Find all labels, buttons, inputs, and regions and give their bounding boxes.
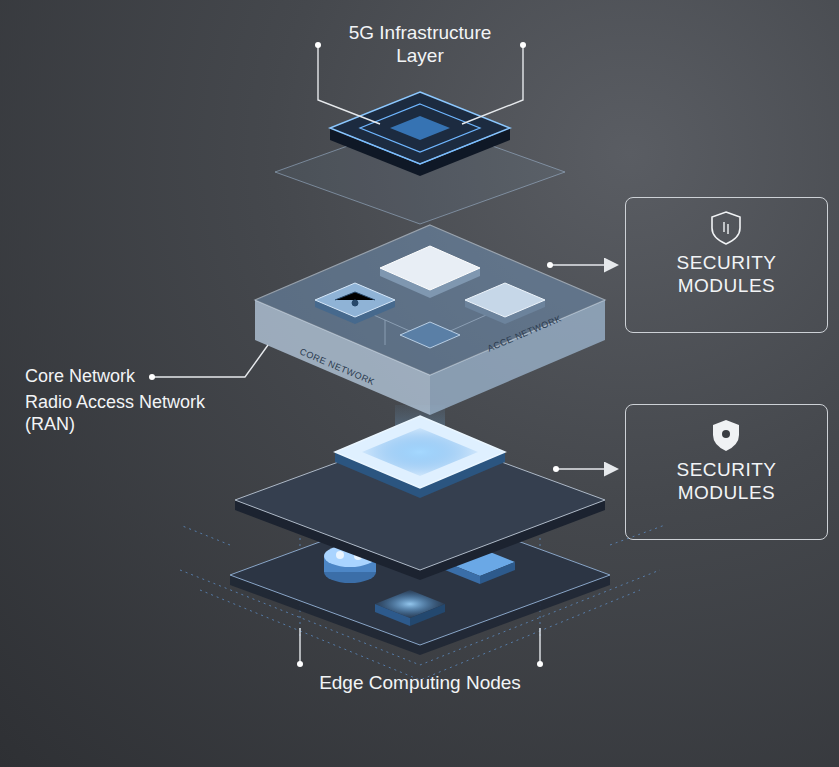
layer-callout: Radio Access Network (RAN) (25, 392, 220, 435)
module-label: SECURITY MODULES (652, 459, 802, 505)
layer-callout: Edge Computing Nodes (310, 672, 530, 695)
module-label: SECURITY MODULES (652, 252, 802, 298)
layer-callout: 5G Infrastructure Layer (332, 22, 508, 68)
layer-callout: Core Network (25, 366, 135, 388)
module-box: SECURITY MODULES (625, 404, 828, 540)
module-box: SECURITY MODULES (625, 197, 828, 333)
